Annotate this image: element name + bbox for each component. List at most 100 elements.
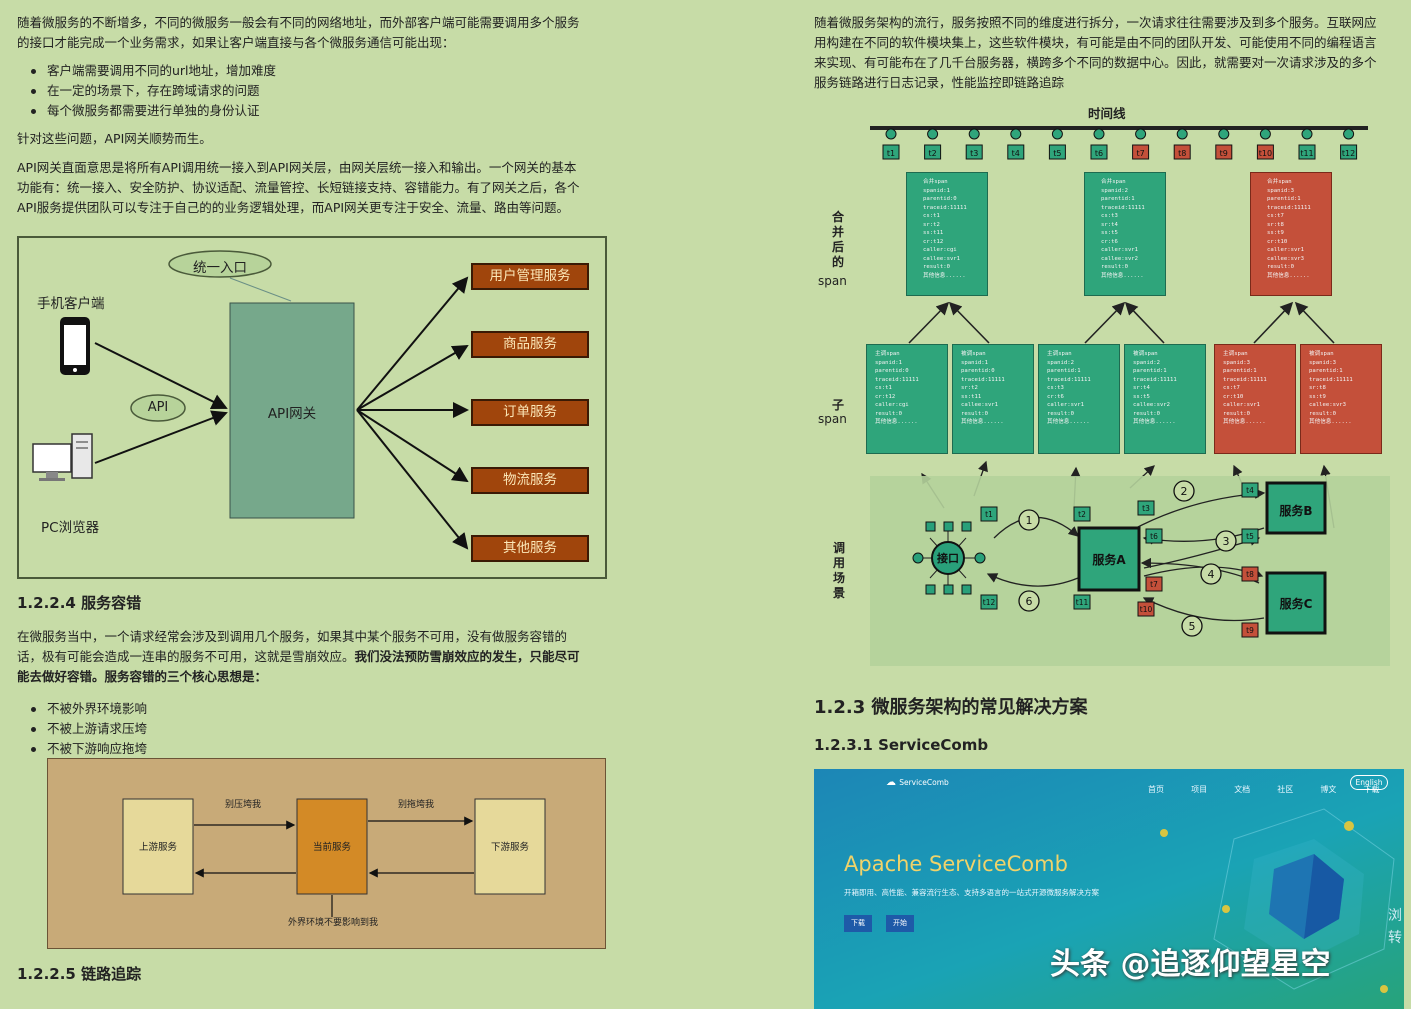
merged-span-2: 合并span spanid:2 parentid:1 traceid:11111… [1084, 172, 1166, 296]
service-logistics: 物流服务 [471, 467, 589, 494]
pc-icon [32, 433, 93, 481]
gateway-desc-2: 功能有：统一接入、安全防护、协议适配、流量管控、长短链接支持、容错能力。有了网关… [17, 180, 580, 195]
scene-tick-label: t6 [1150, 532, 1158, 541]
arrow2-label: 别拖垮我 [397, 800, 434, 810]
interface-network [912, 521, 986, 595]
timeline-tick-label: t12 [1342, 149, 1355, 158]
scene-tick-label: t9 [1246, 626, 1254, 635]
service-product: 商品服务 [471, 331, 589, 358]
timeline-tick-label: t2 [928, 149, 936, 158]
scene-tick-label: t12 [983, 598, 996, 607]
list-item: 客户端需要调用不同的url地址，增加难度 [17, 61, 609, 81]
gateway-desc-1: API网关直面意思是将所有API调用统一接入到API网关层，由网关层统一接入和输… [17, 160, 577, 175]
span-arrows [908, 301, 1335, 344]
heading-fault-tolerance: 1.2.2.4 服务容错 [17, 594, 142, 612]
nav-community[interactable]: 社区 [1277, 785, 1294, 794]
timeline-tick-box [1132, 144, 1150, 160]
intro-line-1: 随着微服务的不断增多，不同的微服务一般会有不同的网络地址，而外部客户端可能需要调… [17, 15, 580, 30]
solution-text: 针对这些问题，API网关顺势而生。 [17, 131, 212, 146]
timeline-dot [968, 128, 980, 140]
service-b-label: 服务B [1279, 504, 1313, 518]
timeline-tick-label: t6 [1095, 149, 1103, 158]
heading-common-solutions: 1.2.3 微服务架构的常见解决方案 [814, 697, 1088, 718]
timeline-tick-label: t8 [1178, 149, 1186, 158]
step-circle [1018, 590, 1040, 612]
fault-desc: 在微服务当中，一个请求经常会涉及到调用几个服务，如果其中某个服务不可用，没有做服… [17, 627, 609, 767]
step-label: 6 [1026, 595, 1033, 608]
timeline-tick-label: t10 [1259, 149, 1272, 158]
downstream-label: 下游服务 [490, 842, 529, 853]
bottom-label: 外界环境不要影响到我 [287, 918, 378, 928]
heading-tracing: 1.2.2.5 链路追踪 [17, 965, 142, 983]
timeline-tick-label: t9 [1220, 149, 1228, 158]
timeline-tick-label: t4 [1012, 149, 1020, 158]
scene-tick-box [1073, 594, 1091, 610]
english-button[interactable]: English [1350, 775, 1388, 790]
timeline-tick-label: t11 [1300, 149, 1313, 158]
upstream-label: 上游服务 [138, 842, 177, 853]
entry-ellipse [168, 250, 272, 278]
scene-tick-box [980, 506, 998, 522]
problem-list: 客户端需要调用不同的url地址，增加难度 在一定的场景下，存在跨域请求的问题 每… [17, 61, 609, 121]
fault-bold-1: 我们没法预防雪崩效应的发生，只能尽可 [354, 649, 580, 664]
scene-tick-box [1137, 601, 1155, 617]
nav-docs[interactable]: 文档 [1234, 785, 1251, 794]
upstream-box [122, 798, 194, 895]
child-span-2: 被调span spanid:1 parentid:0 traceid:11111… [952, 344, 1034, 454]
service-c-label: 服务C [1279, 597, 1313, 611]
timeline-tick-box [965, 144, 983, 160]
service-order: 订单服务 [471, 399, 589, 426]
timeline-dot [1259, 128, 1271, 140]
timeline-dot [1093, 128, 1105, 140]
timeline-ticks: t1 t2 t3 t4 t5 t6 t7 t8 t9 t10 t11 t12 [882, 128, 1358, 160]
scene-tick-label: t5 [1246, 532, 1254, 541]
step-label: 2 [1181, 485, 1188, 498]
timeline-dot [1218, 128, 1230, 140]
downstream-box [474, 798, 546, 895]
nav-projects[interactable]: 项目 [1191, 785, 1208, 794]
mobile-label: 手机客户端 [37, 296, 105, 312]
fault-desc-2: 话，极有可能会造成一连串的服务不可用，这就是雪崩效应。 [17, 649, 355, 664]
nav-home[interactable]: 首页 [1148, 785, 1164, 794]
scene-tick-label: t10 [1140, 605, 1153, 614]
timeline-tick-label: t5 [1053, 149, 1061, 158]
api-label: API [147, 400, 169, 415]
timeline-tick-label: t1 [887, 149, 895, 158]
timeline-tick-label: t7 [1136, 149, 1144, 158]
service-a-box [1077, 526, 1141, 592]
scene-tick-box [1241, 528, 1259, 544]
scene-tick-label: t4 [1246, 486, 1254, 495]
gateway-diagram-svg [32, 250, 469, 550]
timeline-tick-box [882, 144, 900, 160]
start-button[interactable]: 开始 [886, 915, 914, 932]
step-circle [1018, 509, 1040, 531]
merged-span-word: span [818, 274, 847, 288]
list-item: 不被上游请求压垮 [17, 719, 609, 739]
timeline-tick-box [1007, 144, 1025, 160]
servicecomb-logo[interactable]: ☁ ServiceComb [886, 777, 949, 788]
fault-diagram: 上游服务 当前服务 下游服务 别压垮我 别拖垮我 外界环境不要影响到我 [47, 758, 606, 949]
timeline-dot [1051, 128, 1063, 140]
api-ellipse [130, 394, 186, 422]
scene-tick-label: t3 [1142, 504, 1150, 513]
timeline-dot [1135, 128, 1147, 140]
mobile-arrow [94, 342, 228, 409]
nav-blog[interactable]: 博文 [1320, 785, 1337, 794]
scene-tick-box [1241, 482, 1259, 498]
timeline-tick-label: t3 [970, 149, 978, 158]
timeline-bar [870, 126, 1368, 130]
download-button[interactable]: 下载 [844, 915, 872, 932]
phone-icon [60, 317, 90, 375]
timeline-dot [1010, 128, 1022, 140]
step-label: 3 [1223, 535, 1230, 548]
right-column: 随着微服务架构的流行，服务按照不同的维度进行拆分，一次请求往往需要涉及到多个服务… [814, 0, 1404, 1009]
child-span-5: 主调span spanid:3 parentid:1 traceid:11111… [1214, 344, 1296, 454]
right-intro-2: 用构建在不同的软件模块集上，这些软件模块，有可能是由不同的团队开发、可能使用不同… [814, 35, 1377, 50]
servicecomb-subtitle: 开箱即用、高性能、兼容流行生态、支持多语言的一站式开源微服务解决方案 [844, 888, 1099, 897]
gateway-desc-3: API服务提供团队可以专注于自己的的业务逻辑处理，而API网关更专注于安全、流量… [17, 200, 570, 215]
step-circle [1215, 530, 1237, 552]
child-span-label: 子 [831, 398, 844, 412]
list-item: 不被外界环境影响 [17, 699, 609, 719]
fault-bold-2: 能去做好容错。服务容错的三个核心思想是： [17, 669, 268, 684]
